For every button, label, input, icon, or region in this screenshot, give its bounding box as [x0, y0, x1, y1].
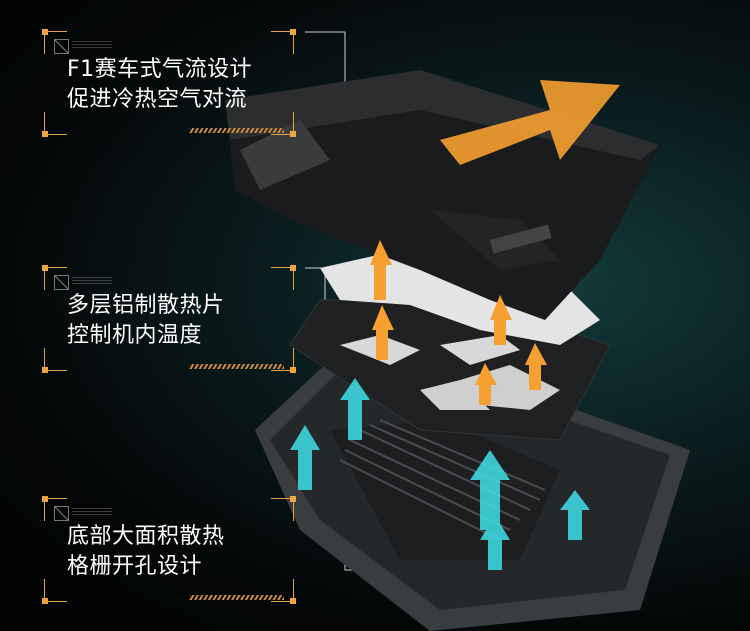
corner-mark	[271, 112, 296, 137]
corner-mark	[271, 579, 296, 604]
hatch-stripe	[189, 595, 284, 600]
callout-airflow: F1赛车式气流设计 促进冷热空气对流	[42, 29, 296, 137]
warm-air-arrows	[370, 240, 547, 405]
decor-lines	[72, 277, 112, 285]
corner-mark	[271, 348, 296, 373]
callout-line: 多层铝制散热片	[67, 293, 225, 318]
corner-mark	[42, 29, 67, 54]
decor-lines	[72, 508, 112, 516]
aluminium-sheet	[320, 250, 600, 345]
callout-line: 控制机内温度	[67, 323, 203, 348]
corner-mark	[42, 579, 67, 604]
corner-mark	[271, 29, 296, 54]
callout-line: 底部大面积散热	[67, 524, 225, 549]
callout-text: F1赛车式气流设计 促进冷热空气对流	[67, 55, 252, 115]
hatch-stripe	[189, 364, 284, 369]
callout-line: F1赛车式气流设计	[67, 57, 253, 82]
decor-lines	[72, 41, 112, 49]
callout-line: 促进冷热空气对流	[67, 87, 248, 112]
callout-heatsink: 多层铝制散热片 控制机内温度	[42, 265, 296, 373]
callout-text: 多层铝制散热片 控制机内温度	[67, 291, 225, 351]
bottom-case	[255, 360, 690, 631]
diagonal-box-icon	[54, 39, 69, 54]
callout-line: 格栅开孔设计	[67, 554, 203, 579]
callout-grille: 底部大面积散热 格栅开孔设计	[42, 496, 296, 604]
diagonal-box-icon	[54, 275, 69, 290]
diagonal-box-icon	[54, 506, 69, 521]
corner-mark	[42, 496, 67, 521]
callout-text: 底部大面积散热 格栅开孔设计	[67, 522, 225, 582]
corner-mark	[271, 265, 296, 290]
corner-mark	[42, 348, 67, 373]
cool-air-arrows	[290, 378, 590, 570]
corner-mark	[42, 265, 67, 290]
corner-mark	[271, 496, 296, 521]
hatch-stripe	[189, 128, 284, 133]
airflow-arrow-icon	[440, 80, 620, 165]
corner-mark	[42, 112, 67, 137]
